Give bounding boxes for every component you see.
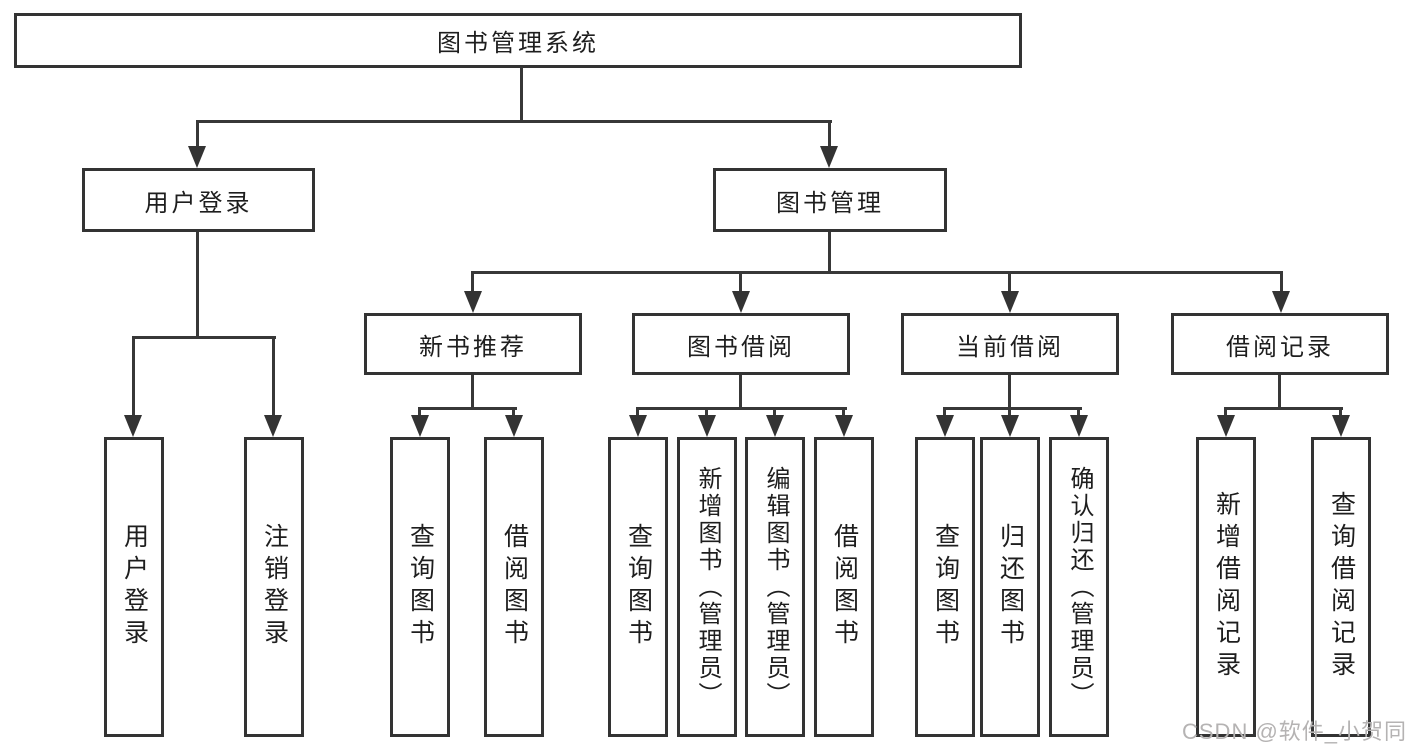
- arrow-down-icon: [835, 415, 853, 437]
- connector-line: [842, 407, 845, 419]
- connector-line: [196, 232, 199, 339]
- connector-line: [418, 407, 517, 410]
- connector-line: [739, 375, 742, 410]
- connector-line: [943, 407, 1082, 410]
- arrow-down-icon: [188, 146, 206, 168]
- connector-line: [1077, 407, 1080, 419]
- connector-line: [1008, 407, 1011, 419]
- connector-line: [1339, 407, 1342, 419]
- connector-line: [828, 232, 831, 274]
- arrow-down-icon: [264, 415, 282, 437]
- node-current-borrow: 当前借阅: [901, 313, 1119, 375]
- arrow-down-icon: [505, 415, 523, 437]
- connector-line: [512, 407, 515, 419]
- connector-line: [1008, 271, 1011, 295]
- connector-line: [471, 375, 474, 410]
- arrow-down-icon: [732, 291, 750, 313]
- leaf-borrow-books-1: 借阅图书: [484, 437, 544, 737]
- connector-line: [196, 120, 199, 150]
- connector-line: [1280, 271, 1283, 295]
- connector-line: [636, 407, 847, 410]
- leaf-query-books-3: 查询图书: [915, 437, 975, 737]
- node-library-system: 图书管理系统: [14, 13, 1022, 68]
- arrow-down-icon: [766, 415, 784, 437]
- leaf-query-books-1: 查询图书: [390, 437, 450, 737]
- connector-line: [196, 120, 832, 123]
- leaf-logout-login: 注销登录: [244, 437, 304, 737]
- arrow-down-icon: [629, 415, 647, 437]
- leaf-confirm-return-admin: 确认归还（管理员）: [1049, 437, 1109, 737]
- connector-line: [418, 407, 421, 419]
- arrow-down-icon: [411, 415, 429, 437]
- connector-line: [1224, 407, 1227, 419]
- connector-line: [520, 67, 523, 120]
- connector-line: [471, 271, 474, 295]
- connector-line: [739, 271, 742, 295]
- arrow-down-icon: [698, 415, 716, 437]
- arrow-down-icon: [124, 415, 142, 437]
- node-borrow-records: 借阅记录: [1171, 313, 1389, 375]
- node-new-book-recommend: 新书推荐: [364, 313, 582, 375]
- arrow-down-icon: [1001, 415, 1019, 437]
- leaf-add-borrow-record: 新增借阅记录: [1196, 437, 1256, 737]
- arrow-down-icon: [1272, 291, 1290, 313]
- connector-line: [943, 407, 946, 419]
- arrow-down-icon: [1070, 415, 1088, 437]
- leaf-return-book: 归还图书: [980, 437, 1040, 737]
- leaf-user-login: 用户登录: [104, 437, 164, 737]
- arrow-down-icon: [1001, 291, 1019, 313]
- connector-line: [272, 336, 275, 418]
- connector-line: [636, 407, 639, 419]
- connector-line: [828, 120, 831, 150]
- node-book-borrow: 图书借阅: [632, 313, 850, 375]
- connector-line: [705, 407, 708, 419]
- node-user-login: 用户登录: [82, 168, 315, 232]
- arrow-down-icon: [1332, 415, 1350, 437]
- leaf-query-borrow-record: 查询借阅记录: [1311, 437, 1371, 737]
- leaf-query-books-2: 查询图书: [608, 437, 668, 737]
- node-book-management: 图书管理: [713, 168, 947, 232]
- arrow-down-icon: [1217, 415, 1235, 437]
- connector-line: [132, 336, 276, 339]
- connector-line: [1008, 375, 1011, 410]
- leaf-edit-book-admin: 编辑图书（管理员）: [745, 437, 805, 737]
- arrow-down-icon: [464, 291, 482, 313]
- leaf-add-book-admin: 新增图书（管理员）: [677, 437, 737, 737]
- connector-line: [471, 271, 1283, 274]
- connector-line: [1224, 407, 1343, 410]
- connector-line: [1278, 375, 1281, 410]
- connector-line: [773, 407, 776, 419]
- watermark: CSDN @软件_小贺同学: [1182, 719, 1405, 744]
- connector-line: [132, 336, 135, 418]
- leaf-borrow-books-2: 借阅图书: [814, 437, 874, 737]
- arrow-down-icon: [936, 415, 954, 437]
- arrow-down-icon: [820, 146, 838, 168]
